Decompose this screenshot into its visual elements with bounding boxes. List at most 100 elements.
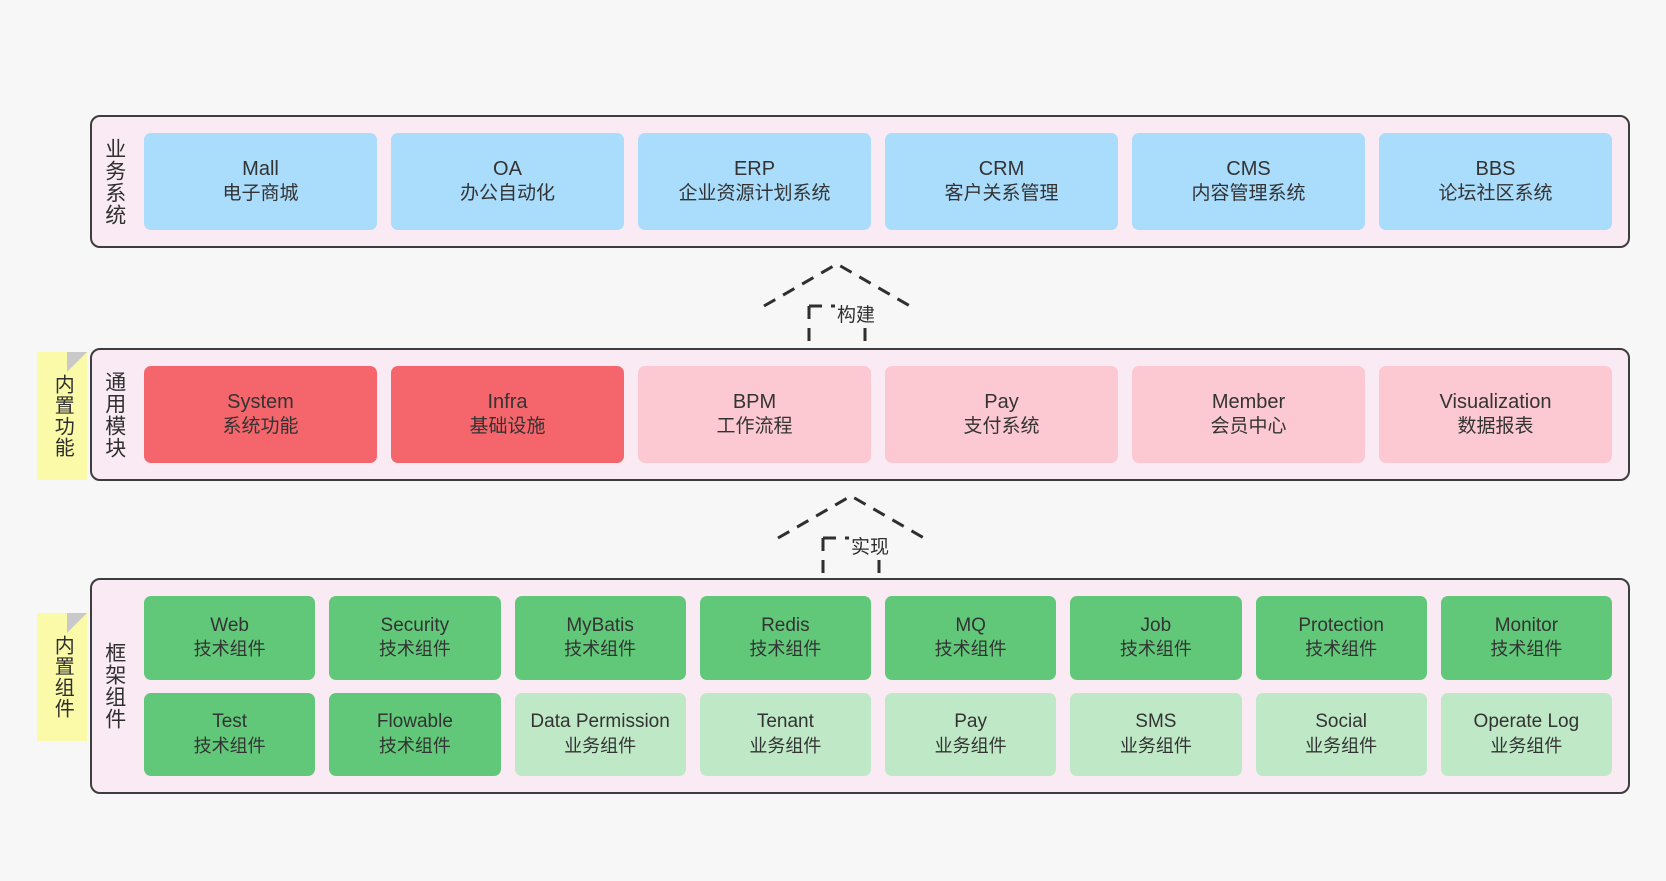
card-security[interactable]: Security 技术组件 — [329, 596, 501, 680]
card-web[interactable]: Web 技术组件 — [144, 596, 316, 680]
card-subtitle: 企业资源计划系统 — [678, 183, 831, 205]
card-title: CRM — [978, 158, 1025, 181]
card-title: Mall — [242, 158, 279, 181]
layer-title-framework-component: 框架组件 — [102, 642, 126, 730]
card-system[interactable]: System 系统功能 — [144, 366, 377, 463]
card-bbs[interactable]: BBS 论坛社区系统 — [1379, 133, 1612, 230]
card-title: Data Permission — [530, 711, 670, 733]
card-subtitle: 支付系统 — [963, 416, 1040, 438]
card-operate-log[interactable]: Operate Log 业务组件 — [1440, 692, 1612, 776]
card-subtitle: 内容管理系统 — [1191, 183, 1306, 205]
layer-common-module: 通用模块 System 系统功能 Infra 基础设施 BPM 工作流程 Pay… — [90, 348, 1630, 481]
card-title: System — [227, 391, 294, 414]
card-data-permission[interactable]: Data Permission 业务组件 — [514, 692, 686, 776]
card-subtitle: 技术组件 — [564, 639, 637, 660]
card-visualization[interactable]: Visualization 数据报表 — [1379, 366, 1612, 463]
card-pay-business[interactable]: Pay 业务组件 — [885, 692, 1057, 776]
layer-title-common-module: 通用模块 — [102, 370, 126, 459]
card-subtitle: 技术组件 — [378, 735, 451, 756]
card-subtitle: 业务组件 — [1490, 735, 1563, 756]
card-subtitle: 业务组件 — [564, 735, 637, 756]
card-title: Security — [380, 614, 450, 636]
card-subtitle: 业务组件 — [1305, 735, 1378, 756]
note-label: 内置组件 — [51, 635, 74, 719]
card-title: Job — [1140, 614, 1172, 636]
card-title: Protection — [1298, 614, 1384, 636]
card-subtitle: 技术组件 — [193, 735, 266, 756]
card-flowable[interactable]: Flowable 技术组件 — [329, 692, 501, 776]
card-mq[interactable]: MQ 技术组件 — [885, 596, 1057, 680]
card-subtitle: 技术组件 — [934, 639, 1007, 660]
card-title: Monitor — [1494, 614, 1559, 636]
card-title: Operate Log — [1473, 711, 1580, 733]
card-title: Member — [1211, 391, 1286, 414]
card-subtitle: 技术组件 — [193, 639, 266, 660]
card-subtitle: 办公自动化 — [459, 183, 555, 205]
card-crm[interactable]: CRM 客户关系管理 — [885, 133, 1118, 230]
card-title: Web — [210, 614, 249, 636]
card-social[interactable]: Social 业务组件 — [1255, 692, 1427, 776]
card-title: BPM — [732, 391, 777, 414]
note-builtin-component: 内置组件 — [37, 613, 87, 741]
card-subtitle: 技术组件 — [1490, 639, 1563, 660]
card-sms[interactable]: SMS 业务组件 — [1070, 692, 1242, 776]
connector-implement-label: 实现 — [849, 532, 892, 559]
layer-business-system: 业务系统 Mall 电子商城 OA 办公自动化 ERP 企业资源计划系统 CRM… — [90, 115, 1630, 248]
card-subtitle: 会员中心 — [1210, 416, 1287, 438]
card-pay[interactable]: Pay 支付系统 — [885, 366, 1118, 463]
layer-title-business-system: 业务系统 — [102, 137, 126, 226]
card-title: Infra — [487, 391, 528, 414]
card-title: Test — [212, 711, 248, 733]
card-title: CMS — [1226, 158, 1271, 181]
card-subtitle: 系统功能 — [222, 416, 299, 438]
layer-body-common-module: System 系统功能 Infra 基础设施 BPM 工作流程 Pay 支付系统… — [136, 350, 1628, 479]
connector-build: 构建 — [762, 258, 912, 356]
card-cms[interactable]: CMS 内容管理系统 — [1132, 133, 1365, 230]
card-subtitle: 基础设施 — [469, 416, 546, 438]
card-member[interactable]: Member 会员中心 — [1132, 366, 1365, 463]
note-builtin-feature: 内置功能 — [37, 352, 87, 480]
layer-body-business-system: Mall 电子商城 OA 办公自动化 ERP 企业资源计划系统 CRM 客户关系… — [136, 117, 1628, 246]
layer-body-framework-component: Web 技术组件 Security 技术组件 MyBatis 技术组件 Redi… — [136, 580, 1628, 792]
card-tenant[interactable]: Tenant 业务组件 — [699, 692, 871, 776]
card-subtitle: 论坛社区系统 — [1438, 183, 1553, 205]
card-subtitle: 客户关系管理 — [944, 183, 1059, 205]
layer-framework-component: 框架组件 Web 技术组件 Security 技术组件 MyBatis 技术组件… — [90, 578, 1630, 794]
connector-implement: 实现 — [776, 490, 926, 588]
card-mall[interactable]: Mall 电子商城 — [144, 133, 377, 230]
card-title: OA — [493, 158, 522, 181]
card-monitor[interactable]: Monitor 技术组件 — [1440, 596, 1612, 680]
card-subtitle: 技术组件 — [749, 639, 822, 660]
card-bpm[interactable]: BPM 工作流程 — [638, 366, 871, 463]
card-test[interactable]: Test 技术组件 — [144, 692, 316, 776]
card-subtitle: 业务组件 — [1119, 735, 1192, 756]
card-subtitle: 工作流程 — [716, 416, 793, 438]
connector-build-label: 构建 — [835, 300, 878, 327]
card-erp[interactable]: ERP 企业资源计划系统 — [638, 133, 871, 230]
card-title: Visualization — [1439, 391, 1552, 414]
card-title: MyBatis — [566, 614, 634, 636]
card-title: Redis — [761, 614, 810, 636]
card-infra[interactable]: Infra 基础设施 — [391, 366, 624, 463]
card-title: Flowable — [376, 711, 453, 733]
card-title: Tenant — [756, 711, 814, 733]
card-subtitle: 业务组件 — [749, 735, 822, 756]
card-oa[interactable]: OA 办公自动化 — [391, 133, 624, 230]
card-title: MQ — [955, 614, 986, 636]
framework-row-business: Test 技术组件 Flowable 技术组件 Data Permission … — [144, 692, 1612, 776]
card-subtitle: 技术组件 — [1119, 639, 1192, 660]
note-label: 内置功能 — [51, 374, 74, 458]
card-subtitle: 数据报表 — [1457, 416, 1534, 438]
framework-row-technical: Web 技术组件 Security 技术组件 MyBatis 技术组件 Redi… — [144, 596, 1612, 680]
card-protection[interactable]: Protection 技术组件 — [1255, 596, 1427, 680]
card-job[interactable]: Job 技术组件 — [1070, 596, 1242, 680]
card-redis[interactable]: Redis 技术组件 — [699, 596, 871, 680]
card-title: ERP — [733, 158, 776, 181]
card-title: Pay — [954, 711, 987, 733]
card-title: Social — [1315, 711, 1367, 733]
card-title: SMS — [1135, 711, 1177, 733]
card-subtitle: 电子商城 — [222, 183, 299, 205]
card-mybatis[interactable]: MyBatis 技术组件 — [514, 596, 686, 680]
card-subtitle: 技术组件 — [378, 639, 451, 660]
